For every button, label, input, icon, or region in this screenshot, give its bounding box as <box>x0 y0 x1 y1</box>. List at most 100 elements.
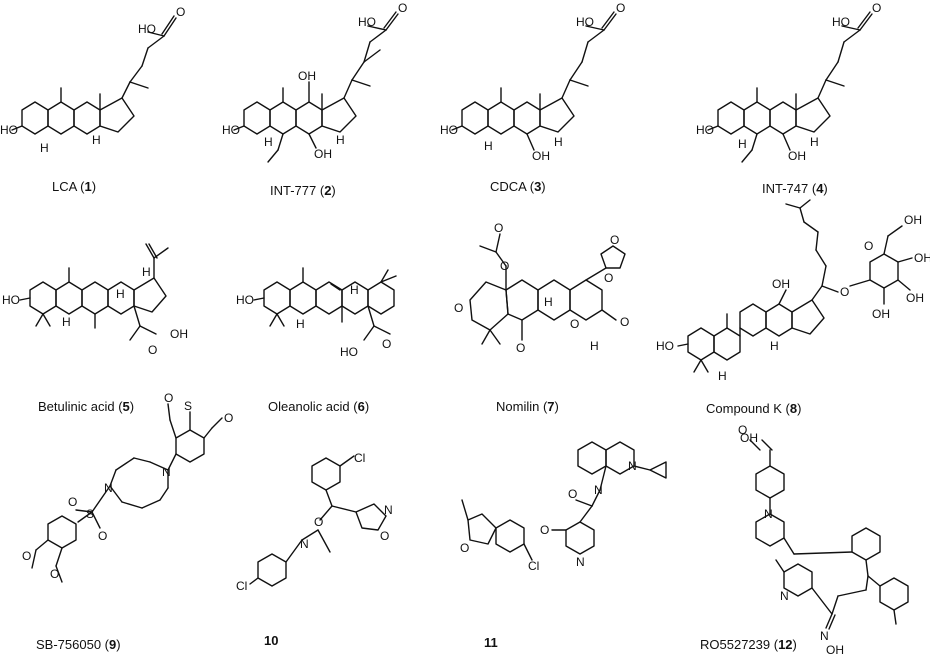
structure-cdca: HO OH HO O H H <box>440 1 625 163</box>
svg-text:H: H <box>62 315 71 329</box>
structure-oleanolic-acid: HO HO O H H <box>236 267 397 359</box>
svg-text:O: O <box>616 1 625 15</box>
svg-text:HO: HO <box>2 293 20 307</box>
svg-text:OH: OH <box>906 291 924 305</box>
svg-text:HO: HO <box>832 15 850 29</box>
svg-text:OH: OH <box>904 213 922 227</box>
svg-text:O: O <box>500 259 509 273</box>
svg-text:H: H <box>810 135 819 149</box>
svg-text:H: H <box>264 135 273 149</box>
svg-text:H: H <box>116 287 125 301</box>
svg-text:H: H <box>350 283 359 297</box>
svg-text:HO: HO <box>440 123 458 137</box>
svg-text:H: H <box>40 141 49 155</box>
svg-text:O: O <box>604 271 613 285</box>
svg-text:O: O <box>540 523 549 537</box>
svg-text:O: O <box>570 317 579 331</box>
structure-ro5527239: OH O N N N OH <box>738 423 909 657</box>
svg-text:O: O <box>610 233 619 247</box>
svg-text:O: O <box>568 487 577 501</box>
caption-int-777: INT-777 (2) <box>270 183 336 198</box>
structure-10: Cl N O O N Cl <box>236 451 393 593</box>
svg-text:N: N <box>576 555 585 569</box>
svg-text:OH: OH <box>532 149 550 163</box>
svg-text:Cl: Cl <box>354 451 365 465</box>
svg-text:OH: OH <box>826 643 844 657</box>
svg-text:O: O <box>68 495 77 509</box>
svg-text:OH: OH <box>170 327 188 341</box>
svg-text:N: N <box>594 483 603 497</box>
svg-text:HO: HO <box>0 123 18 137</box>
svg-text:H: H <box>484 139 493 153</box>
svg-text:O: O <box>516 341 525 355</box>
svg-text:O: O <box>460 541 469 555</box>
svg-text:HO: HO <box>138 22 156 36</box>
caption-oleanolic-acid: Oleanolic acid (6) <box>268 399 370 414</box>
svg-text:OH: OH <box>788 149 806 163</box>
structure-11: N N O O N O Cl <box>460 441 667 573</box>
svg-text:H: H <box>142 265 151 279</box>
svg-text:N: N <box>628 459 637 473</box>
svg-text:O: O <box>382 337 391 351</box>
svg-text:O: O <box>98 529 107 543</box>
caption-sb-756050: SB-756050 (9) <box>36 637 121 652</box>
svg-text:S: S <box>86 507 94 521</box>
structure-int-777: HO OH OH HO O H H <box>222 1 407 163</box>
svg-text:HO: HO <box>222 123 240 137</box>
svg-text:OH: OH <box>298 69 316 83</box>
svg-text:N: N <box>780 589 789 603</box>
svg-text:N: N <box>104 481 113 495</box>
svg-text:N: N <box>820 629 829 643</box>
svg-text:O: O <box>314 515 323 529</box>
svg-text:H: H <box>544 295 553 309</box>
caption-lca: LCA (1) <box>52 179 97 194</box>
svg-text:HO: HO <box>696 123 714 137</box>
svg-text:O: O <box>398 1 407 15</box>
structure-lca: HO HO O H H <box>0 5 185 155</box>
svg-text:N: N <box>764 507 773 521</box>
svg-text:N: N <box>384 503 393 517</box>
svg-text:N: N <box>162 465 171 479</box>
caption-11: 11 <box>484 635 498 650</box>
svg-text:H: H <box>296 317 305 331</box>
caption-int-747: INT-747 (4) <box>762 181 828 196</box>
svg-text:Cl: Cl <box>236 579 247 593</box>
svg-text:OH: OH <box>314 147 332 161</box>
svg-text:O: O <box>872 1 881 15</box>
svg-text:N: N <box>300 537 309 551</box>
caption-compound-k: Compound K (8) <box>706 401 802 416</box>
svg-text:O: O <box>224 411 233 425</box>
caption-betulinic-acid: Betulinic acid (5) <box>38 399 135 414</box>
svg-text:O: O <box>454 301 463 315</box>
structure-sb-756050: S O O N N S O O O O <box>22 391 233 583</box>
svg-text:O: O <box>22 549 31 563</box>
svg-text:OH: OH <box>772 277 790 291</box>
caption-ro5527239: RO5527239 (12) <box>700 637 797 652</box>
svg-text:O: O <box>176 5 185 19</box>
svg-text:HO: HO <box>358 15 376 29</box>
svg-text:HO: HO <box>236 293 254 307</box>
svg-text:H: H <box>738 137 747 151</box>
svg-text:OH: OH <box>740 431 758 445</box>
structure-betulinic-acid: HO OH O H H H <box>2 243 188 357</box>
structure-nomilin: O O O O O O O O H H <box>454 221 629 355</box>
svg-text:Cl: Cl <box>528 559 539 573</box>
svg-text:H: H <box>92 133 101 147</box>
svg-text:O: O <box>840 285 849 299</box>
svg-text:HO: HO <box>576 15 594 29</box>
svg-text:HO: HO <box>340 345 358 359</box>
svg-text:H: H <box>336 133 345 147</box>
structure-int-747: HO OH HO O H H <box>696 1 881 163</box>
svg-text:O: O <box>148 343 157 357</box>
svg-text:OH: OH <box>914 251 930 265</box>
svg-text:O: O <box>738 423 747 437</box>
svg-text:HO: HO <box>656 339 674 353</box>
caption-cdca: CDCA (3) <box>490 179 546 194</box>
svg-text:O: O <box>50 567 59 581</box>
caption-nomilin: Nomilin (7) <box>496 399 559 414</box>
svg-text:H: H <box>718 369 727 383</box>
svg-text:H: H <box>554 135 563 149</box>
svg-text:OH: OH <box>872 307 890 321</box>
caption-10: 10 <box>264 633 279 648</box>
